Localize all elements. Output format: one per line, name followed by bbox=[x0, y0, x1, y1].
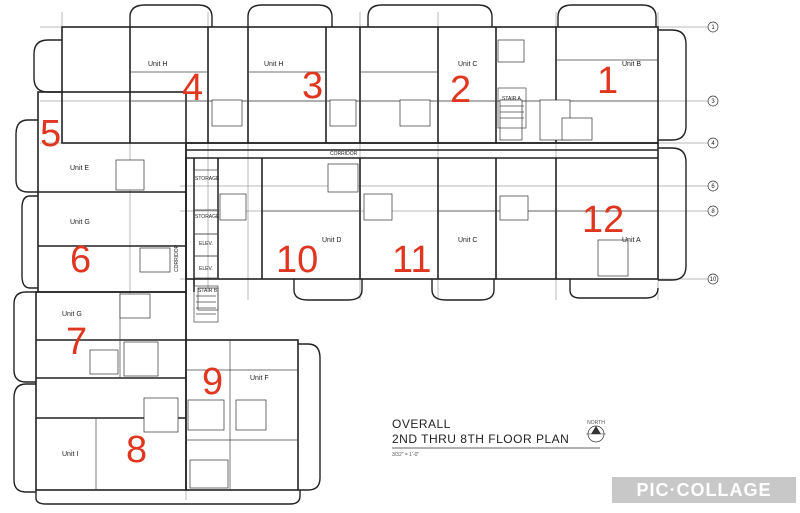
svg-text:8: 8 bbox=[711, 209, 715, 215]
unit-label: Unit H bbox=[264, 61, 283, 68]
stair-label: STAIR A bbox=[502, 96, 521, 102]
grid-bubble-6: 6 bbox=[707, 180, 719, 192]
svg-text:10: 10 bbox=[710, 277, 717, 283]
stair-treads bbox=[196, 105, 524, 315]
grid-bubble-4: 4 bbox=[707, 137, 719, 149]
storage-label: STORAGE bbox=[195, 176, 220, 182]
svg-text:3: 3 bbox=[711, 99, 715, 105]
unit-numbers: 4 3 2 1 5 6 7 8 9 10 11 12 bbox=[40, 60, 624, 471]
plan-scale: 3/32" = 1'-0" bbox=[392, 452, 419, 458]
watermark-logo: PIC·COLLAGE bbox=[612, 477, 796, 503]
bay-windows bbox=[13, 4, 687, 505]
svg-text:1: 1 bbox=[711, 25, 715, 31]
unit-label: Unit I bbox=[62, 451, 78, 458]
corridor-label: CORRIDOR bbox=[330, 151, 358, 157]
unit-number: 3 bbox=[302, 65, 323, 107]
grid-bubble-1: 1 bbox=[707, 21, 719, 33]
north-arrow-icon: NORTH bbox=[586, 420, 606, 443]
unit-label: Unit C bbox=[458, 61, 477, 68]
corridor-vertical-label: CORRIDOR bbox=[174, 244, 180, 272]
room-labels: CORRIDOR CORRIDOR STORAGE STORAGE ELEV. … bbox=[174, 96, 521, 294]
grid-bubble-10: 10 bbox=[707, 273, 719, 285]
unit-label: Unit A bbox=[622, 237, 641, 244]
unit-number: 6 bbox=[70, 239, 91, 281]
grid-bubble-3: 3 bbox=[707, 95, 719, 107]
fixtures bbox=[89, 39, 629, 489]
building-walls bbox=[35, 26, 659, 491]
unit-number: 12 bbox=[582, 199, 624, 241]
svg-text:4: 4 bbox=[711, 141, 715, 147]
svg-text:6: 6 bbox=[711, 184, 715, 190]
unit-label: Unit C bbox=[458, 237, 477, 244]
north-label: NORTH bbox=[587, 420, 605, 426]
stair-label: STAIR B bbox=[198, 288, 218, 294]
unit-labels: Unit H Unit H Unit C Unit B Unit E Unit … bbox=[62, 61, 641, 458]
elevator-label: ELEV. bbox=[199, 266, 213, 272]
unit-label: Unit B bbox=[622, 61, 641, 68]
unit-label: Unit F bbox=[250, 375, 269, 382]
service-core bbox=[193, 87, 527, 323]
plan-title: OVERALL bbox=[392, 417, 451, 431]
unit-label: Unit H bbox=[148, 61, 167, 68]
grid-bubble-8: 8 bbox=[707, 205, 719, 217]
unit-number: 9 bbox=[202, 361, 223, 403]
unit-label: Unit G bbox=[62, 311, 82, 318]
storage-label: STORAGE bbox=[195, 214, 220, 220]
title-block: OVERALL 2ND THRU 8TH FLOOR PLAN 3/32" = … bbox=[392, 417, 606, 458]
unit-label: Unit E bbox=[70, 165, 89, 172]
unit-number: 7 bbox=[66, 321, 87, 363]
unit-number: 10 bbox=[276, 239, 318, 281]
grid-bubbles: 1 3 4 6 8 10 bbox=[707, 21, 719, 285]
unit-number: 11 bbox=[392, 239, 431, 281]
unit-label: Unit G bbox=[70, 219, 90, 226]
unit-number: 5 bbox=[40, 113, 61, 155]
unit-number: 8 bbox=[126, 429, 147, 471]
unit-number: 1 bbox=[597, 60, 618, 102]
unit-number: 2 bbox=[450, 69, 471, 111]
plan-subtitle: 2ND THRU 8TH FLOOR PLAN bbox=[392, 432, 569, 446]
unit-label: Unit D bbox=[322, 237, 341, 244]
elevator-label: ELEV. bbox=[199, 241, 213, 247]
unit-number: 4 bbox=[182, 67, 203, 109]
